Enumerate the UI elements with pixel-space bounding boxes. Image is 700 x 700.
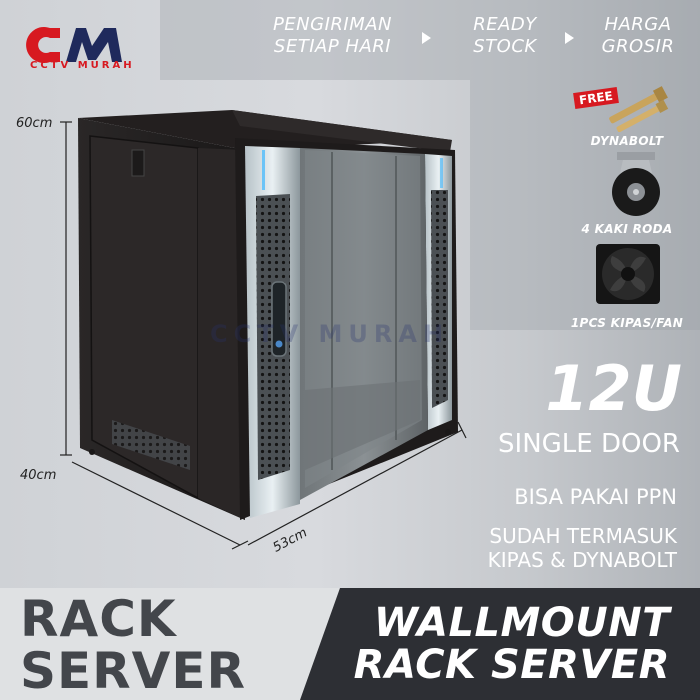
accessory-dynabolt-label: DYNABOLT (590, 134, 664, 148)
dimension-depth: 40cm (20, 468, 57, 483)
accessory-caster-label: 4 KAKI RODA (581, 222, 673, 236)
product-includes: SUDAH TERMASUK KIPAS & DYNABOLT (487, 524, 677, 572)
product-door-type: SINGLE DOOR (498, 429, 680, 459)
feature-wholesale-price: HARGA GROSIR (601, 14, 675, 57)
dimension-height: 60cm (16, 116, 53, 131)
feature-shipping: PENGIRIMAN SETIAP HARI (272, 14, 393, 57)
brand-logo (26, 27, 122, 64)
dynabolt-icon (609, 86, 669, 132)
title-rack: RACK (20, 590, 177, 648)
product-ppn: BISA PAKAI PPN (514, 485, 677, 509)
arrow-right-icon (422, 32, 431, 44)
fan-icon (596, 244, 660, 304)
accessory-fan-label: 1PCS KIPAS/FAN (570, 316, 684, 330)
watermark-text: CCTV MURAH (210, 320, 450, 348)
brand-tagline: CCTV MURAH (30, 60, 135, 71)
bottom-left-panel (0, 588, 340, 700)
title-wallmount: WALLMOUNT (373, 600, 670, 646)
bottom-right-panel (300, 588, 700, 700)
title-server: SERVER (20, 642, 247, 700)
feature-ready-stock: READY STOCK (473, 14, 537, 57)
caster-wheel-icon (612, 152, 660, 216)
product-size: 12U (545, 352, 682, 425)
arrow-right-icon (565, 32, 574, 44)
title-rack-server: RACK SERVER (353, 642, 670, 688)
